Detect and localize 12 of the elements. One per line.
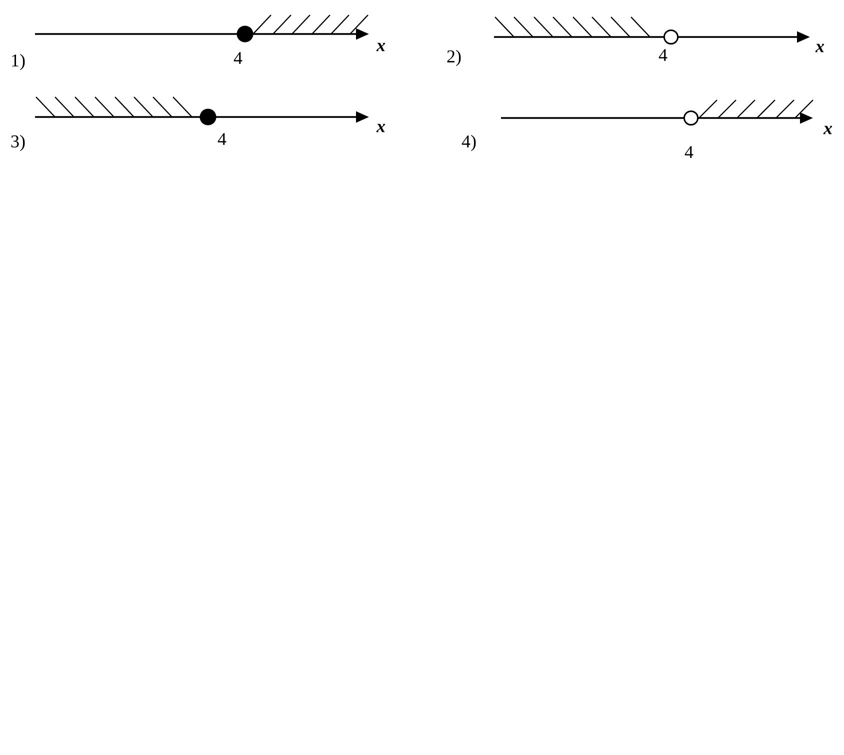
tick-label: 4 — [234, 52, 242, 64]
tick-label: 4 — [218, 133, 226, 145]
option-number: 2) — [447, 50, 461, 66]
axis-label: x — [823, 126, 832, 134]
option-number: 1) — [12, 54, 25, 70]
axis-label: x — [376, 124, 386, 132]
option-number: 3) — [11, 134, 25, 152]
tick-label: 4 — [684, 146, 694, 158]
axis-label: x — [815, 44, 824, 52]
axis-label: x — [376, 42, 386, 52]
option-number: 4) — [462, 134, 476, 152]
tick-label: 4 — [658, 49, 668, 61]
